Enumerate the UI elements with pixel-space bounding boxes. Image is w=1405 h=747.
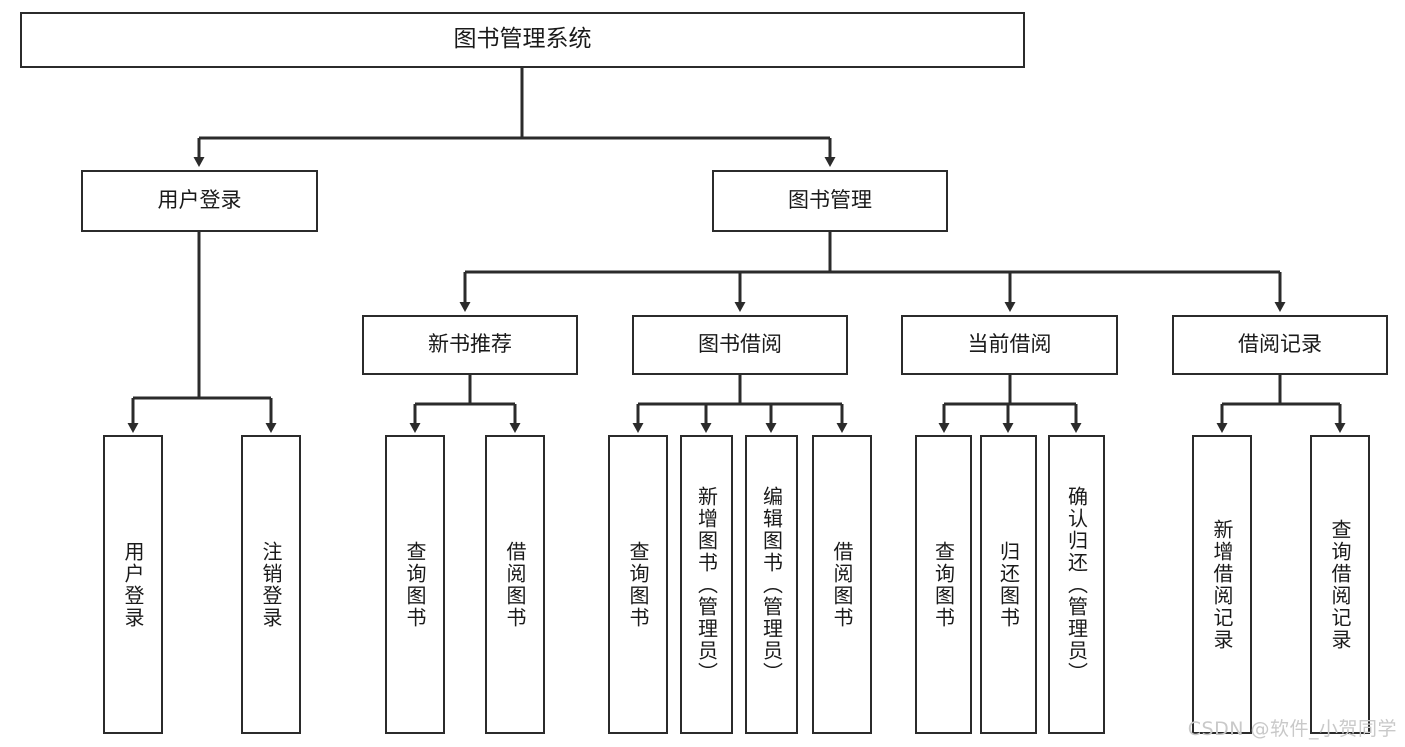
leaf-borrow-book-borrow-label: 借阅图书 [830,540,854,629]
node-book-management-label: 图书管理 [788,188,872,213]
leaf-query-book-recommend-wrap: 查询图书 [387,437,443,732]
leaf-edit-book-admin-wrap: 编辑图书（管理员） [747,437,796,732]
leaf-add-book-admin-label: 新增图书（管理员） [694,485,719,684]
leaf-return-book-label: 归还图书 [996,540,1021,629]
node-book-management[interactable]: 图书管理 [712,170,948,232]
node-new-book-recommend[interactable]: 新书推荐 [362,315,578,375]
leaf-query-book-recommend-label: 查询图书 [403,540,427,629]
leaf-borrow-book-borrow[interactable]: 借阅图书 [812,435,872,734]
leaf-add-book-admin-wrap: 新增图书（管理员） [682,437,731,732]
leaf-query-book-current-wrap: 查询图书 [917,437,970,732]
leaf-logout-label: 注销登录 [259,540,283,629]
leaf-edit-book-admin[interactable]: 编辑图书（管理员） [745,435,798,734]
leaf-query-book-borrow-wrap: 查询图书 [610,437,666,732]
leaf-query-book-borrow[interactable]: 查询图书 [608,435,668,734]
leaf-confirm-return-admin-label: 确认归还（管理员） [1064,485,1089,684]
leaf-query-book-borrow-label: 查询图书 [626,540,650,629]
leaf-return-book[interactable]: 归还图书 [980,435,1037,734]
leaf-add-borrow-record-label: 新增借阅记录 [1210,518,1234,651]
leaf-edit-book-admin-label: 编辑图书（管理员） [759,485,784,684]
leaf-borrow-book-recommend-wrap: 借阅图书 [487,437,543,732]
leaf-logout[interactable]: 注销登录 [241,435,301,734]
node-user-login-label: 用户登录 [157,188,242,213]
node-root-label: 图书管理系统 [453,26,592,53]
leaf-query-borrow-record[interactable]: 查询借阅记录 [1310,435,1370,734]
leaf-query-book-current[interactable]: 查询图书 [915,435,972,734]
node-root[interactable]: 图书管理系统 [20,12,1025,68]
leaf-user-login-wrap: 用户登录 [105,437,161,732]
leaf-add-borrow-record[interactable]: 新增借阅记录 [1192,435,1252,734]
leaf-query-book-recommend[interactable]: 查询图书 [385,435,445,734]
node-book-borrow[interactable]: 图书借阅 [632,315,848,375]
leaf-user-login-label: 用户登录 [121,540,145,629]
leaf-user-login[interactable]: 用户登录 [103,435,163,734]
node-user-login[interactable]: 用户登录 [81,170,318,232]
leaf-add-borrow-record-wrap: 新增借阅记录 [1194,437,1250,732]
node-borrow-record-label: 借阅记录 [1238,332,1322,357]
leaf-query-book-current-label: 查询图书 [931,540,956,629]
node-current-borrow[interactable]: 当前借阅 [901,315,1118,375]
node-book-borrow-label: 图书借阅 [698,332,782,357]
leaf-add-book-admin[interactable]: 新增图书（管理员） [680,435,733,734]
leaf-borrow-book-recommend-label: 借阅图书 [503,540,527,629]
leaf-confirm-return-admin[interactable]: 确认归还（管理员） [1048,435,1105,734]
node-borrow-record[interactable]: 借阅记录 [1172,315,1388,375]
leaf-return-book-wrap: 归还图书 [982,437,1035,732]
node-new-book-recommend-label: 新书推荐 [428,332,512,357]
leaf-borrow-book-recommend[interactable]: 借阅图书 [485,435,545,734]
leaf-logout-wrap: 注销登录 [243,437,299,732]
leaf-query-borrow-record-label: 查询借阅记录 [1328,518,1352,651]
node-current-borrow-label: 当前借阅 [967,332,1052,357]
leaf-confirm-return-admin-wrap: 确认归还（管理员） [1050,437,1103,732]
leaf-query-borrow-record-wrap: 查询借阅记录 [1312,437,1368,732]
watermark: CSDN @软件_小贺同学 [1187,718,1397,740]
leaf-borrow-book-borrow-wrap: 借阅图书 [814,437,870,732]
